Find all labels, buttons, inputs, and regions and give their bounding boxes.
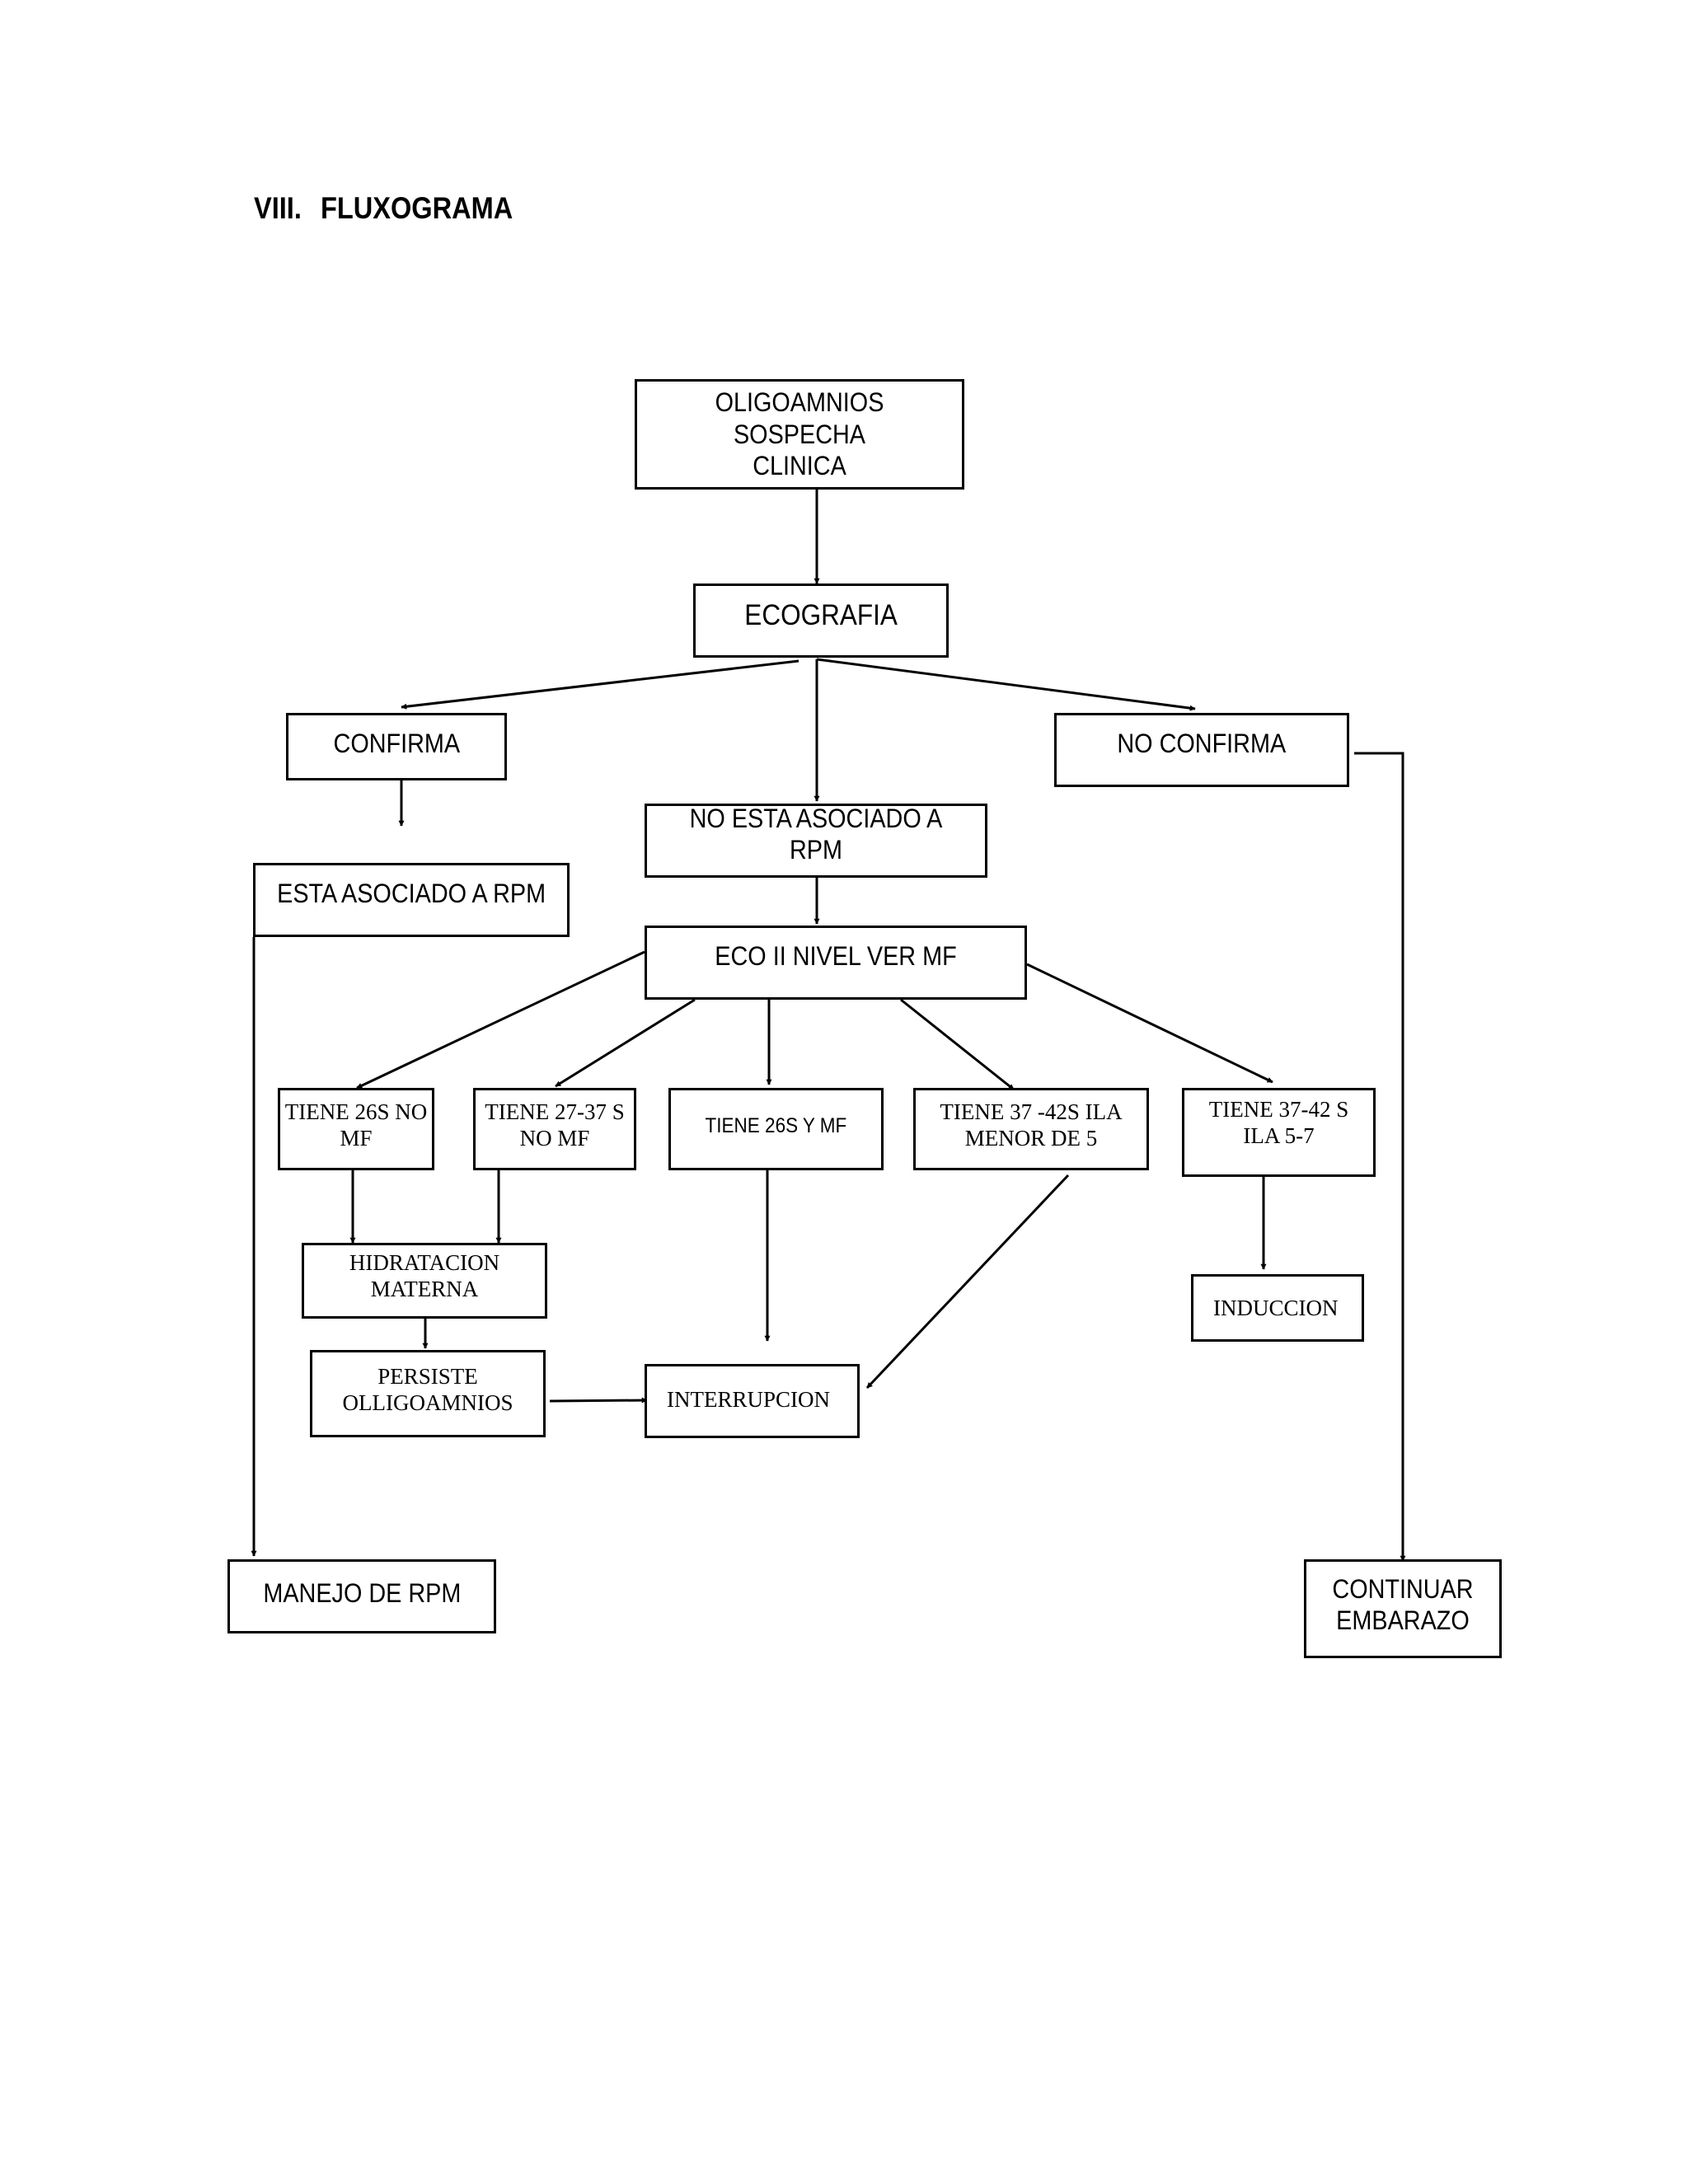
node-interrupcion: INTERRUPCION: [645, 1364, 860, 1438]
arrow-eco-ii-to-37-42-menor: [900, 998, 1015, 1091]
node-tiene-27-37-no-mf: TIENE 27-37 S NO MF: [473, 1088, 636, 1170]
node-ecografia: ECOGRAFIA: [693, 583, 949, 658]
node-continuar-embarazo: CONTINUAR EMBARAZO: [1304, 1559, 1502, 1658]
arrow-eco-ii-to-27-37: [555, 998, 696, 1088]
arrow-persiste-to-interrupcion: [549, 1397, 648, 1404]
section-title: FLUXOGRAMA: [320, 191, 513, 225]
node-asociado-rpm: ESTA ASOCIADO A RPM: [253, 863, 570, 937]
node-persiste-olligoamnios: PERSISTE OLLIGOAMNIOS: [310, 1350, 546, 1437]
section-number: VIII.: [254, 191, 302, 225]
arrow-37-42-menor-to-interrupcion: [865, 1174, 1070, 1390]
node-confirma: CONFIRMA: [286, 713, 507, 780]
section-heading: VIII. FLUXOGRAMA: [254, 191, 513, 226]
node-hidratacion-materna: HIDRATACION MATERNA: [302, 1243, 547, 1319]
arrow-eco-to-no-confirma: [816, 658, 1196, 711]
node-manejo-rpm: MANEJO DE RPM: [227, 1559, 496, 1633]
node-tiene-37-42-ila-menor: TIENE 37 -42S ILA MENOR DE 5: [913, 1088, 1149, 1170]
node-no-asociado-rpm: NO ESTA ASOCIADO A RPM: [645, 804, 987, 878]
node-tiene-26s-no-mf: TIENE 26S NO MF: [278, 1088, 434, 1170]
arrow-eco-ii-to-37-42-5-7: [1026, 963, 1273, 1084]
node-tiene-37-42-ila-5-7: TIENE 37-42 S ILA 5-7: [1182, 1088, 1376, 1177]
node-no-confirma: NO CONFIRMA: [1054, 713, 1349, 787]
node-tiene-26s-y-mf: TIENE 26S Y MF: [668, 1088, 884, 1170]
node-oligoamnios: OLIGOAMNIOS SOSPECHA CLINICA: [635, 379, 964, 490]
arrow-eco-ii-to-26s-no-mf: [356, 950, 645, 1090]
arrow-no-confirma-to-continuar: [1354, 752, 1406, 1562]
node-eco-ii-nivel: ECO II NIVEL VER MF: [645, 926, 1027, 1000]
arrow-eco-to-confirma: [401, 659, 799, 710]
node-induccion: INDUCCION: [1191, 1274, 1364, 1342]
